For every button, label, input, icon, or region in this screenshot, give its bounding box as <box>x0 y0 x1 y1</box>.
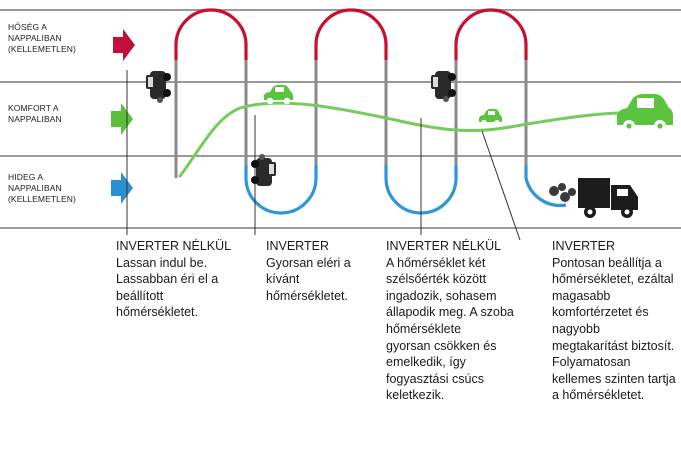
zone-label-comfort: KOMFORT A NAPPALIBAN <box>8 103 62 124</box>
caption-title: INVERTER NÉLKÜL <box>116 239 232 253</box>
car-icon <box>146 71 171 99</box>
caption-non-inverter-steady: INVERTER NÉLKÜL A hőmérséklet két szélső… <box>386 238 536 404</box>
car-icon <box>479 109 502 126</box>
pointer-lines <box>126 70 521 241</box>
truck-icon <box>578 178 638 218</box>
caption-non-inverter-start: INVERTER NÉLKÜL Lassan indul be. Lassabb… <box>116 238 246 321</box>
smoke-icon <box>549 183 576 202</box>
caption-title: INVERTER <box>266 239 329 253</box>
smoke-icon <box>157 97 163 103</box>
non-inverter-risers <box>174 45 528 178</box>
inverter-curve <box>178 101 620 178</box>
caption-inverter-steady: INVERTER Pontosan beállítja a hőmérsékle… <box>552 238 681 404</box>
smoke-icon <box>443 96 449 102</box>
car-icon <box>251 158 276 186</box>
car-icon <box>264 85 293 105</box>
caption-title: INVERTER NÉLKÜL <box>386 239 502 253</box>
smoke-icon <box>259 154 265 160</box>
car-icon <box>431 71 456 99</box>
zone-label-cold: HIDEG A NAPPALIBAN (KELLEMETLEN) <box>8 172 76 204</box>
caption-body: Gyorsan eléri a kívánt hőmérsékletet. <box>266 255 351 303</box>
caption-inverter-start: INVERTER Gyorsan eléri a kívánt hőmérsék… <box>266 238 376 304</box>
caption-body: Pontosan beállítja a hőmérsékletet, ezál… <box>552 255 676 403</box>
caption-body: A hőmérséklet két szélsőérték között ing… <box>386 255 514 403</box>
cold-arrow-icon <box>111 172 133 204</box>
caption-title: INVERTER <box>552 239 615 253</box>
hot-arrow-icon <box>113 29 135 61</box>
cold-troughs <box>244 165 567 215</box>
car-icon <box>617 94 673 132</box>
hot-peaks <box>174 8 528 60</box>
comfort-arrow-icon <box>111 103 133 135</box>
caption-body: Lassan indul be. Lassabban éri el a beál… <box>116 255 219 320</box>
zone-label-hot: HŐSÉG A NAPPALIBAN (KELLEMETLEN) <box>8 22 76 54</box>
